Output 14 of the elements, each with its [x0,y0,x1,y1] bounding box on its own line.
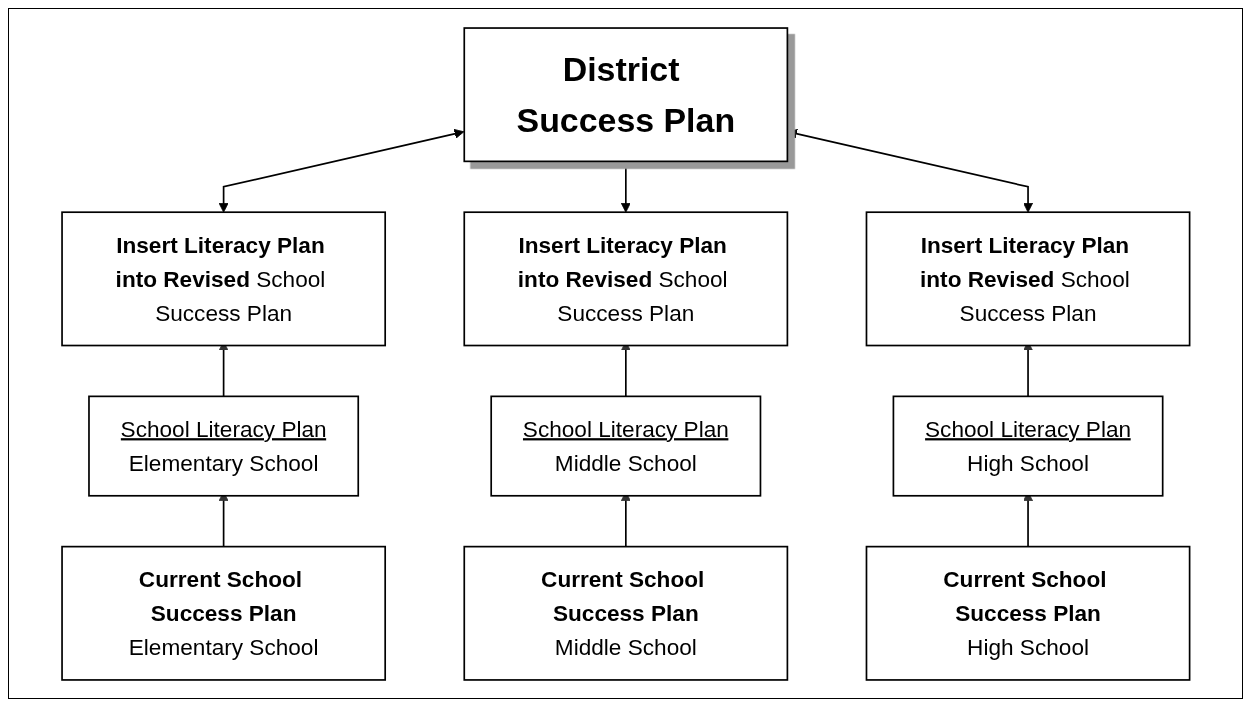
arrow [787,128,1033,213]
node-box [60,210,386,346]
node-box [60,545,386,681]
node-box [463,545,788,681]
node-box [865,545,1191,681]
page-border: District Success Plan Insert Literacy Plan into Revised School Success Plan Insert Literacy Plan into Revised School Success Plan Insert Literacy Plan into Revised School Success Plan School Literacy Plan Elementary School School Literacy Plan Middle School School Literacy Plan High School Current School Success Plan Elementary School Current School Success Plan Middle School Current School Success Plan High School [8,8,1243,699]
node-box [463,210,788,346]
arrow [620,160,631,213]
node-box [865,210,1191,346]
node-box [892,395,1164,497]
node-box [87,395,359,497]
node-box [490,395,761,497]
node-box [463,26,788,162]
arrow [218,128,464,213]
